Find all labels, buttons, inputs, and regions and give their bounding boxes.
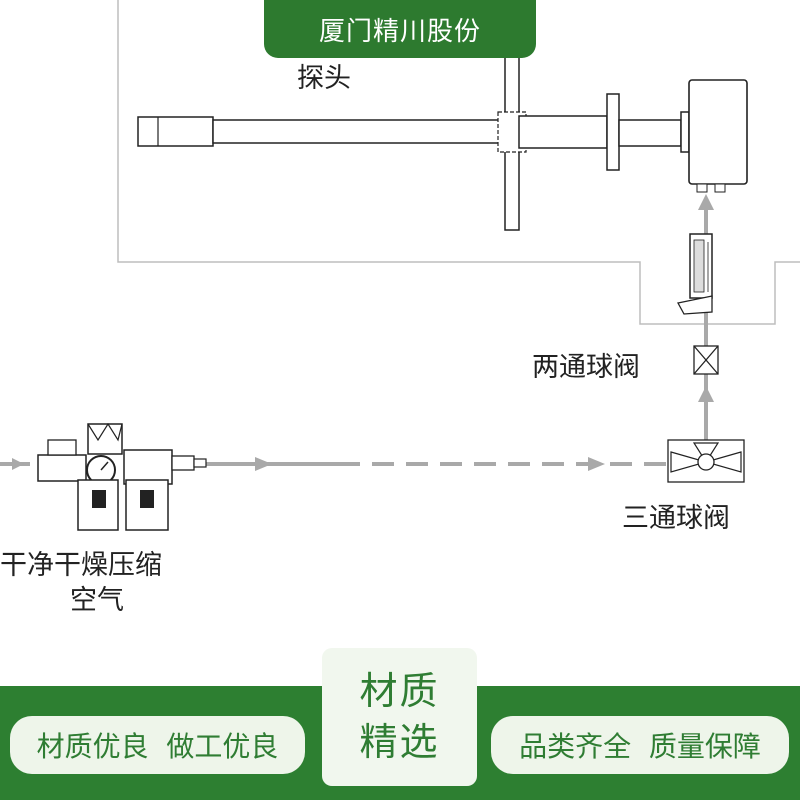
- probe-tube: [212, 119, 504, 144]
- flowmeter: [677, 233, 713, 315]
- quality-pill-right: 品类齐全 质量保障: [491, 716, 789, 774]
- probe-tip: [137, 116, 214, 147]
- arrow-right-left-edge: [12, 458, 24, 470]
- arrow-up-top: [698, 194, 714, 210]
- arrow-up-mid: [698, 386, 714, 402]
- probe-label: 探头: [297, 63, 351, 94]
- arrow-right-1: [255, 457, 272, 471]
- probe-housing: [688, 79, 748, 185]
- two-way-valve-label: 两通球阀: [532, 352, 640, 383]
- badge-line1: 材质: [359, 668, 440, 713]
- probe-assembly: [137, 54, 748, 231]
- air-label-line1: 干净干燥压缩: [0, 550, 162, 581]
- enclosure-outline: [117, 0, 800, 325]
- air-label-line2: 空气: [70, 585, 124, 616]
- arrow-right-2: [588, 457, 605, 471]
- filter-regulator-unit: [37, 422, 207, 531]
- three-way-valve-symbol: [667, 439, 745, 483]
- two-way-valve-symbol: [693, 345, 719, 375]
- three-way-valve-label: 三通球阀: [622, 503, 730, 534]
- badge-line2: 精选: [359, 720, 440, 764]
- brand-title: 厦门精川股份: [264, 0, 536, 58]
- second-flange: [606, 93, 620, 171]
- quality-pill-left: 材质优良 做工优良: [10, 716, 305, 774]
- material-select-badge: 材质 精选: [322, 648, 477, 786]
